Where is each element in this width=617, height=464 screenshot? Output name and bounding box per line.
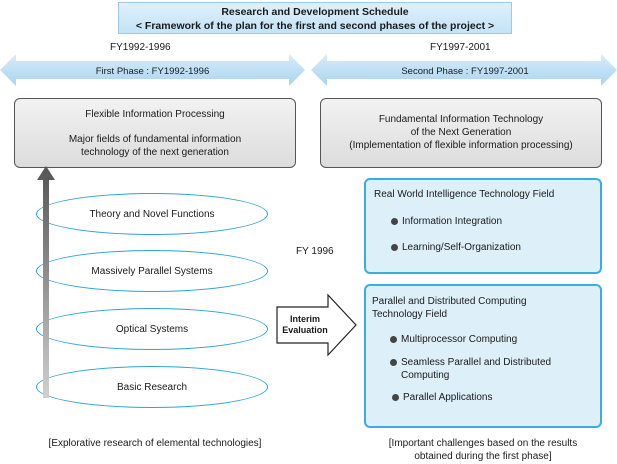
first-box-line1: Flexible Information Processing (85, 109, 225, 120)
rwi-item: Learning/Self-Organization (391, 241, 600, 254)
fy1996-label: FY 1996 (296, 246, 334, 257)
ellipse-theory-label: Theory and Novel Functions (89, 208, 215, 220)
first-phase-fy: FY1992-1996 (110, 42, 171, 53)
diagram-title: Research and Development Schedule (221, 6, 409, 18)
pdc-title-line2: Technology Field (372, 309, 448, 320)
ellipse-basic-label: Basic Research (116, 381, 188, 393)
rwi-item-label: Information Integration (402, 216, 503, 227)
ellipse-optical-label: Optical Systems (115, 323, 189, 335)
bullet-icon (391, 218, 398, 225)
pdc-item-label: Multiprocessor Computing (401, 334, 518, 345)
left-caption: [Explorative research of elemental techn… (48, 438, 262, 449)
second-box-line3: (Implementation of flexible information … (349, 140, 573, 151)
interim-evaluation-label: Interim Evaluation (280, 314, 330, 336)
phase-arrows (0, 54, 617, 86)
ellipse-parallel: Massively Parallel Systems (36, 250, 268, 292)
ellipse-optical: Optical Systems (36, 308, 268, 350)
first-phase-arrow (0, 54, 305, 86)
ellipse-parallel-label: Massively Parallel Systems (91, 265, 213, 277)
right-caption-line2: obtained during the first phase] (414, 451, 552, 462)
pdc-item: Seamless Parallel and Distributed Comput… (390, 356, 600, 382)
ellipse-basic: Basic Research (36, 366, 268, 408)
rwi-item: Information Integration (391, 215, 600, 228)
title-box: Research and Development Schedule < Fram… (118, 2, 512, 34)
second-phase-label: Second Phase : FY1997-2001 (401, 66, 529, 77)
bullet-icon (390, 359, 397, 366)
right-caption-line1: [Important challenges based on the resul… (388, 438, 578, 449)
second-box-line1: Fundamental Information Technology (378, 114, 544, 125)
pdc-title-line1: Parallel and Distributed Computing (372, 296, 527, 307)
first-phase-label: First Phase : FY1992-1996 (95, 66, 210, 77)
bullet-icon (391, 244, 398, 251)
bullet-icon (392, 394, 399, 401)
second-phase-arrow (311, 54, 617, 86)
pdc-field-box: Parallel and Distributed Computing Techn… (364, 284, 602, 428)
interim-line2: Evaluation (282, 325, 328, 335)
first-box-line3: technology of the next generation (81, 147, 229, 158)
second-phase-box: Fundamental Information Technology of th… (320, 98, 602, 168)
interim-evaluation-arrow (276, 293, 357, 357)
right-caption: [Important challenges based on the resul… (358, 437, 608, 463)
rwi-title: Real World Intelligence Technology Field (374, 189, 555, 200)
second-phase-fy: FY1997-2001 (430, 42, 491, 53)
rwi-field-box: Real World Intelligence Technology Field… (364, 178, 602, 274)
pdc-item: Parallel Applications (392, 391, 600, 404)
first-phase-box: Flexible Information Processing Major fi… (14, 98, 296, 168)
pdc-item-label: Parallel Applications (403, 392, 493, 403)
second-box-line2: of the Next Generation (410, 127, 512, 138)
pdc-item-label: Seamless Parallel and Distributed (401, 357, 552, 368)
bullet-icon (390, 336, 397, 343)
upward-arrow (37, 166, 55, 398)
first-box-line2: Major fields of fundamental information (68, 134, 242, 145)
rwi-item-label: Learning/Self-Organization (402, 242, 521, 253)
ellipse-theory: Theory and Novel Functions (36, 193, 268, 235)
pdc-item-label-cont: Computing (401, 370, 450, 381)
pdc-item: Multiprocessor Computing (390, 333, 600, 346)
interim-line1: Interim (289, 314, 320, 324)
diagram-subtitle: < Framework of the plan for the first an… (135, 20, 495, 32)
